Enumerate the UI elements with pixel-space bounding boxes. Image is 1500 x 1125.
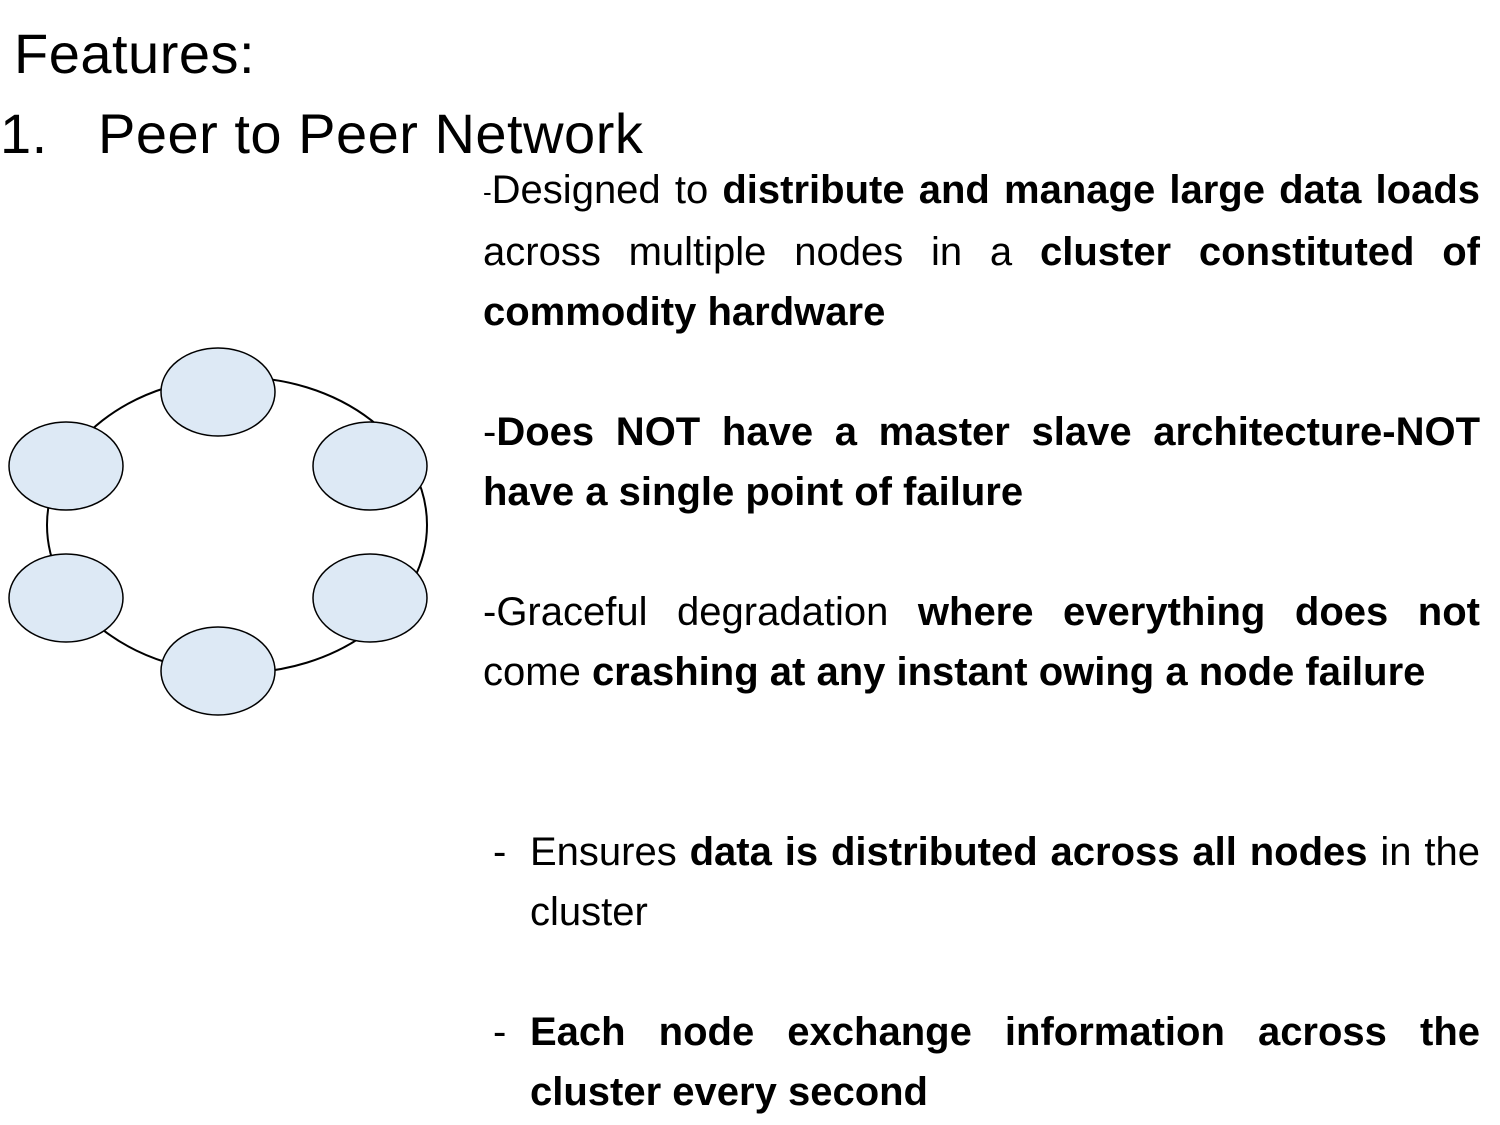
- peer-to-peer-ring-diagram: [8, 347, 428, 716]
- point-information-exchange: - Each node exchange information across …: [493, 1010, 1480, 1114]
- node-lower-right: [312, 553, 428, 643]
- feature-description: -Designed to distribute and manage large…: [483, 160, 1480, 1122]
- heading-text: Peer to Peer Network: [98, 102, 644, 165]
- node-top: [160, 347, 276, 437]
- point-no-master-slave: -Does NOT have a master slave architectu…: [483, 410, 1480, 514]
- heading-number: 1.: [0, 102, 48, 165]
- node-upper-right: [312, 421, 428, 511]
- section-heading: 1. Peer to Peer Network: [0, 102, 643, 166]
- point-data-distributed: -Ensures data is distributed across all …: [493, 830, 1480, 934]
- slide-title: Features:: [14, 22, 256, 85]
- node-upper-left: [8, 421, 124, 511]
- point-graceful-degradation: -Graceful degradation where everything d…: [483, 590, 1480, 694]
- point-distribute: -Designed to distribute and manage large…: [483, 168, 1481, 334]
- node-bottom: [160, 626, 276, 716]
- node-lower-left: [8, 553, 124, 643]
